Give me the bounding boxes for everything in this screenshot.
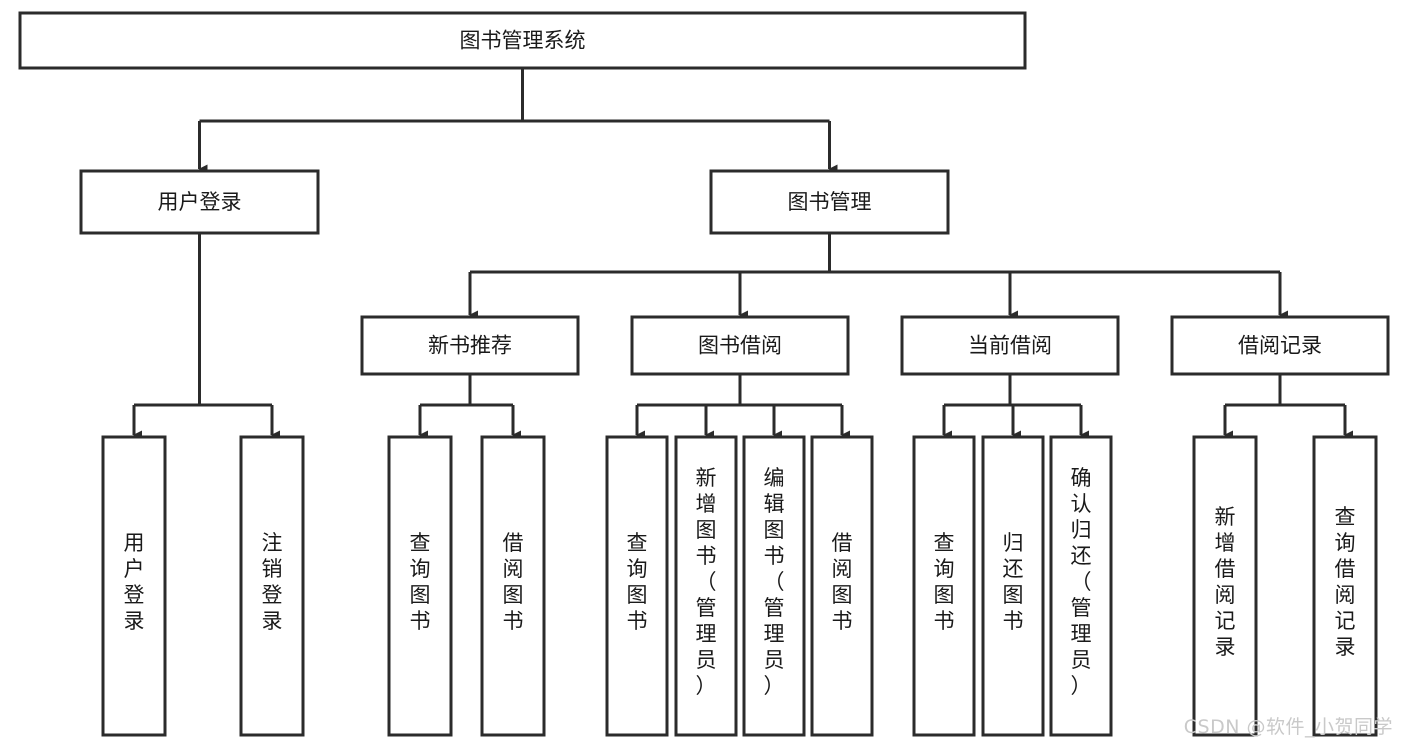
node-box-leaf-add-borrow-record xyxy=(1192,435,1258,737)
node-box-leaf-borrow-book xyxy=(810,435,874,737)
node-label-leaf-return-book: 归还图书 xyxy=(1003,531,1024,633)
node-label-leaf-borrow-book-recommend: 借阅图书 xyxy=(503,531,524,633)
node-box-leaf-return-book xyxy=(981,435,1045,737)
node-box-leaf-borrow-book-recommend xyxy=(480,435,546,737)
node-leaf-query-book-borrow[interactable]: 查询图书 xyxy=(605,435,669,737)
node-leaf-query-book-current[interactable]: 查询图书 xyxy=(912,435,976,737)
node-box-current-borrow xyxy=(900,315,1120,376)
node-label-current-borrow: 当前借阅 xyxy=(968,334,1052,358)
node-leaf-add-borrow-record[interactable]: 新增借阅记录 xyxy=(1192,435,1258,737)
node-box-leaf-query-borrow-record xyxy=(1312,435,1378,737)
node-box-leaf-user-login xyxy=(101,435,167,737)
node-leaf-borrow-book[interactable]: 借阅图书 xyxy=(810,435,874,737)
node-label-leaf-user-logout: 注销登录 xyxy=(262,531,283,633)
node-label-leaf-confirm-return: 确认归还（管理员） xyxy=(1071,466,1092,698)
node-label-user-login: 用户登录 xyxy=(158,190,242,214)
node-leaf-return-book[interactable]: 归还图书 xyxy=(981,435,1045,737)
node-label-leaf-query-book-borrow: 查询图书 xyxy=(627,531,648,633)
node-user-login[interactable]: 用户登录 xyxy=(79,169,320,235)
node-label-leaf-user-login: 用户登录 xyxy=(124,531,145,633)
node-book-borrow[interactable]: 图书借阅 xyxy=(630,315,850,376)
watermark-label: CSDN @软件_小贺同学 xyxy=(1183,716,1393,738)
node-label-leaf-add-book: 新增图书（管理员） xyxy=(696,466,717,698)
node-box-leaf-query-book-borrow xyxy=(605,435,669,737)
node-leaf-user-login[interactable]: 用户登录 xyxy=(101,435,167,737)
node-box-root xyxy=(18,11,1027,70)
node-group: 图书管理系统用户登录图书管理新书推荐图书借阅当前借阅借阅记录用户登录注销登录查询… xyxy=(18,11,1390,737)
node-label-book-borrow: 图书借阅 xyxy=(698,334,782,358)
node-leaf-query-book-recommend[interactable]: 查询图书 xyxy=(387,435,453,737)
node-box-leaf-query-book-recommend xyxy=(387,435,453,737)
node-label-new-book-recommend: 新书推荐 xyxy=(428,334,512,358)
node-book-management[interactable]: 图书管理 xyxy=(709,169,950,235)
node-box-user-login xyxy=(79,169,320,235)
node-label-leaf-borrow-book: 借阅图书 xyxy=(832,531,853,633)
node-root[interactable]: 图书管理系统 xyxy=(18,11,1027,70)
node-label-book-management: 图书管理 xyxy=(788,190,872,214)
node-box-borrow-records xyxy=(1170,315,1390,376)
node-box-leaf-confirm-return xyxy=(1049,435,1113,737)
node-box-leaf-query-book-current xyxy=(912,435,976,737)
node-leaf-edit-book[interactable]: 编辑图书（管理员） xyxy=(742,435,806,737)
connector-group xyxy=(132,68,1353,440)
node-label-borrow-records: 借阅记录 xyxy=(1238,334,1322,358)
node-current-borrow[interactable]: 当前借阅 xyxy=(900,315,1120,376)
node-leaf-add-book[interactable]: 新增图书（管理员） xyxy=(674,435,738,737)
node-leaf-borrow-book-recommend[interactable]: 借阅图书 xyxy=(480,435,546,737)
node-leaf-confirm-return[interactable]: 确认归还（管理员） xyxy=(1049,435,1113,737)
node-box-leaf-user-logout xyxy=(239,435,305,737)
node-label-leaf-query-borrow-record: 查询借阅记录 xyxy=(1335,505,1356,659)
node-label-leaf-edit-book: 编辑图书（管理员） xyxy=(764,466,785,698)
node-box-book-management xyxy=(709,169,950,235)
node-box-book-borrow xyxy=(630,315,850,376)
node-label-leaf-query-book-recommend: 查询图书 xyxy=(410,531,431,633)
node-box-leaf-edit-book xyxy=(742,435,806,737)
node-leaf-user-logout[interactable]: 注销登录 xyxy=(239,435,305,737)
node-label-leaf-query-book-current: 查询图书 xyxy=(934,531,955,633)
node-leaf-query-borrow-record[interactable]: 查询借阅记录 xyxy=(1312,435,1378,737)
node-box-new-book-recommend xyxy=(360,315,580,376)
node-label-root: 图书管理系统 xyxy=(460,29,586,53)
node-borrow-records[interactable]: 借阅记录 xyxy=(1170,315,1390,376)
node-box-leaf-add-book xyxy=(674,435,738,737)
node-new-book-recommend[interactable]: 新书推荐 xyxy=(360,315,580,376)
node-label-leaf-add-borrow-record: 新增借阅记录 xyxy=(1215,505,1236,659)
